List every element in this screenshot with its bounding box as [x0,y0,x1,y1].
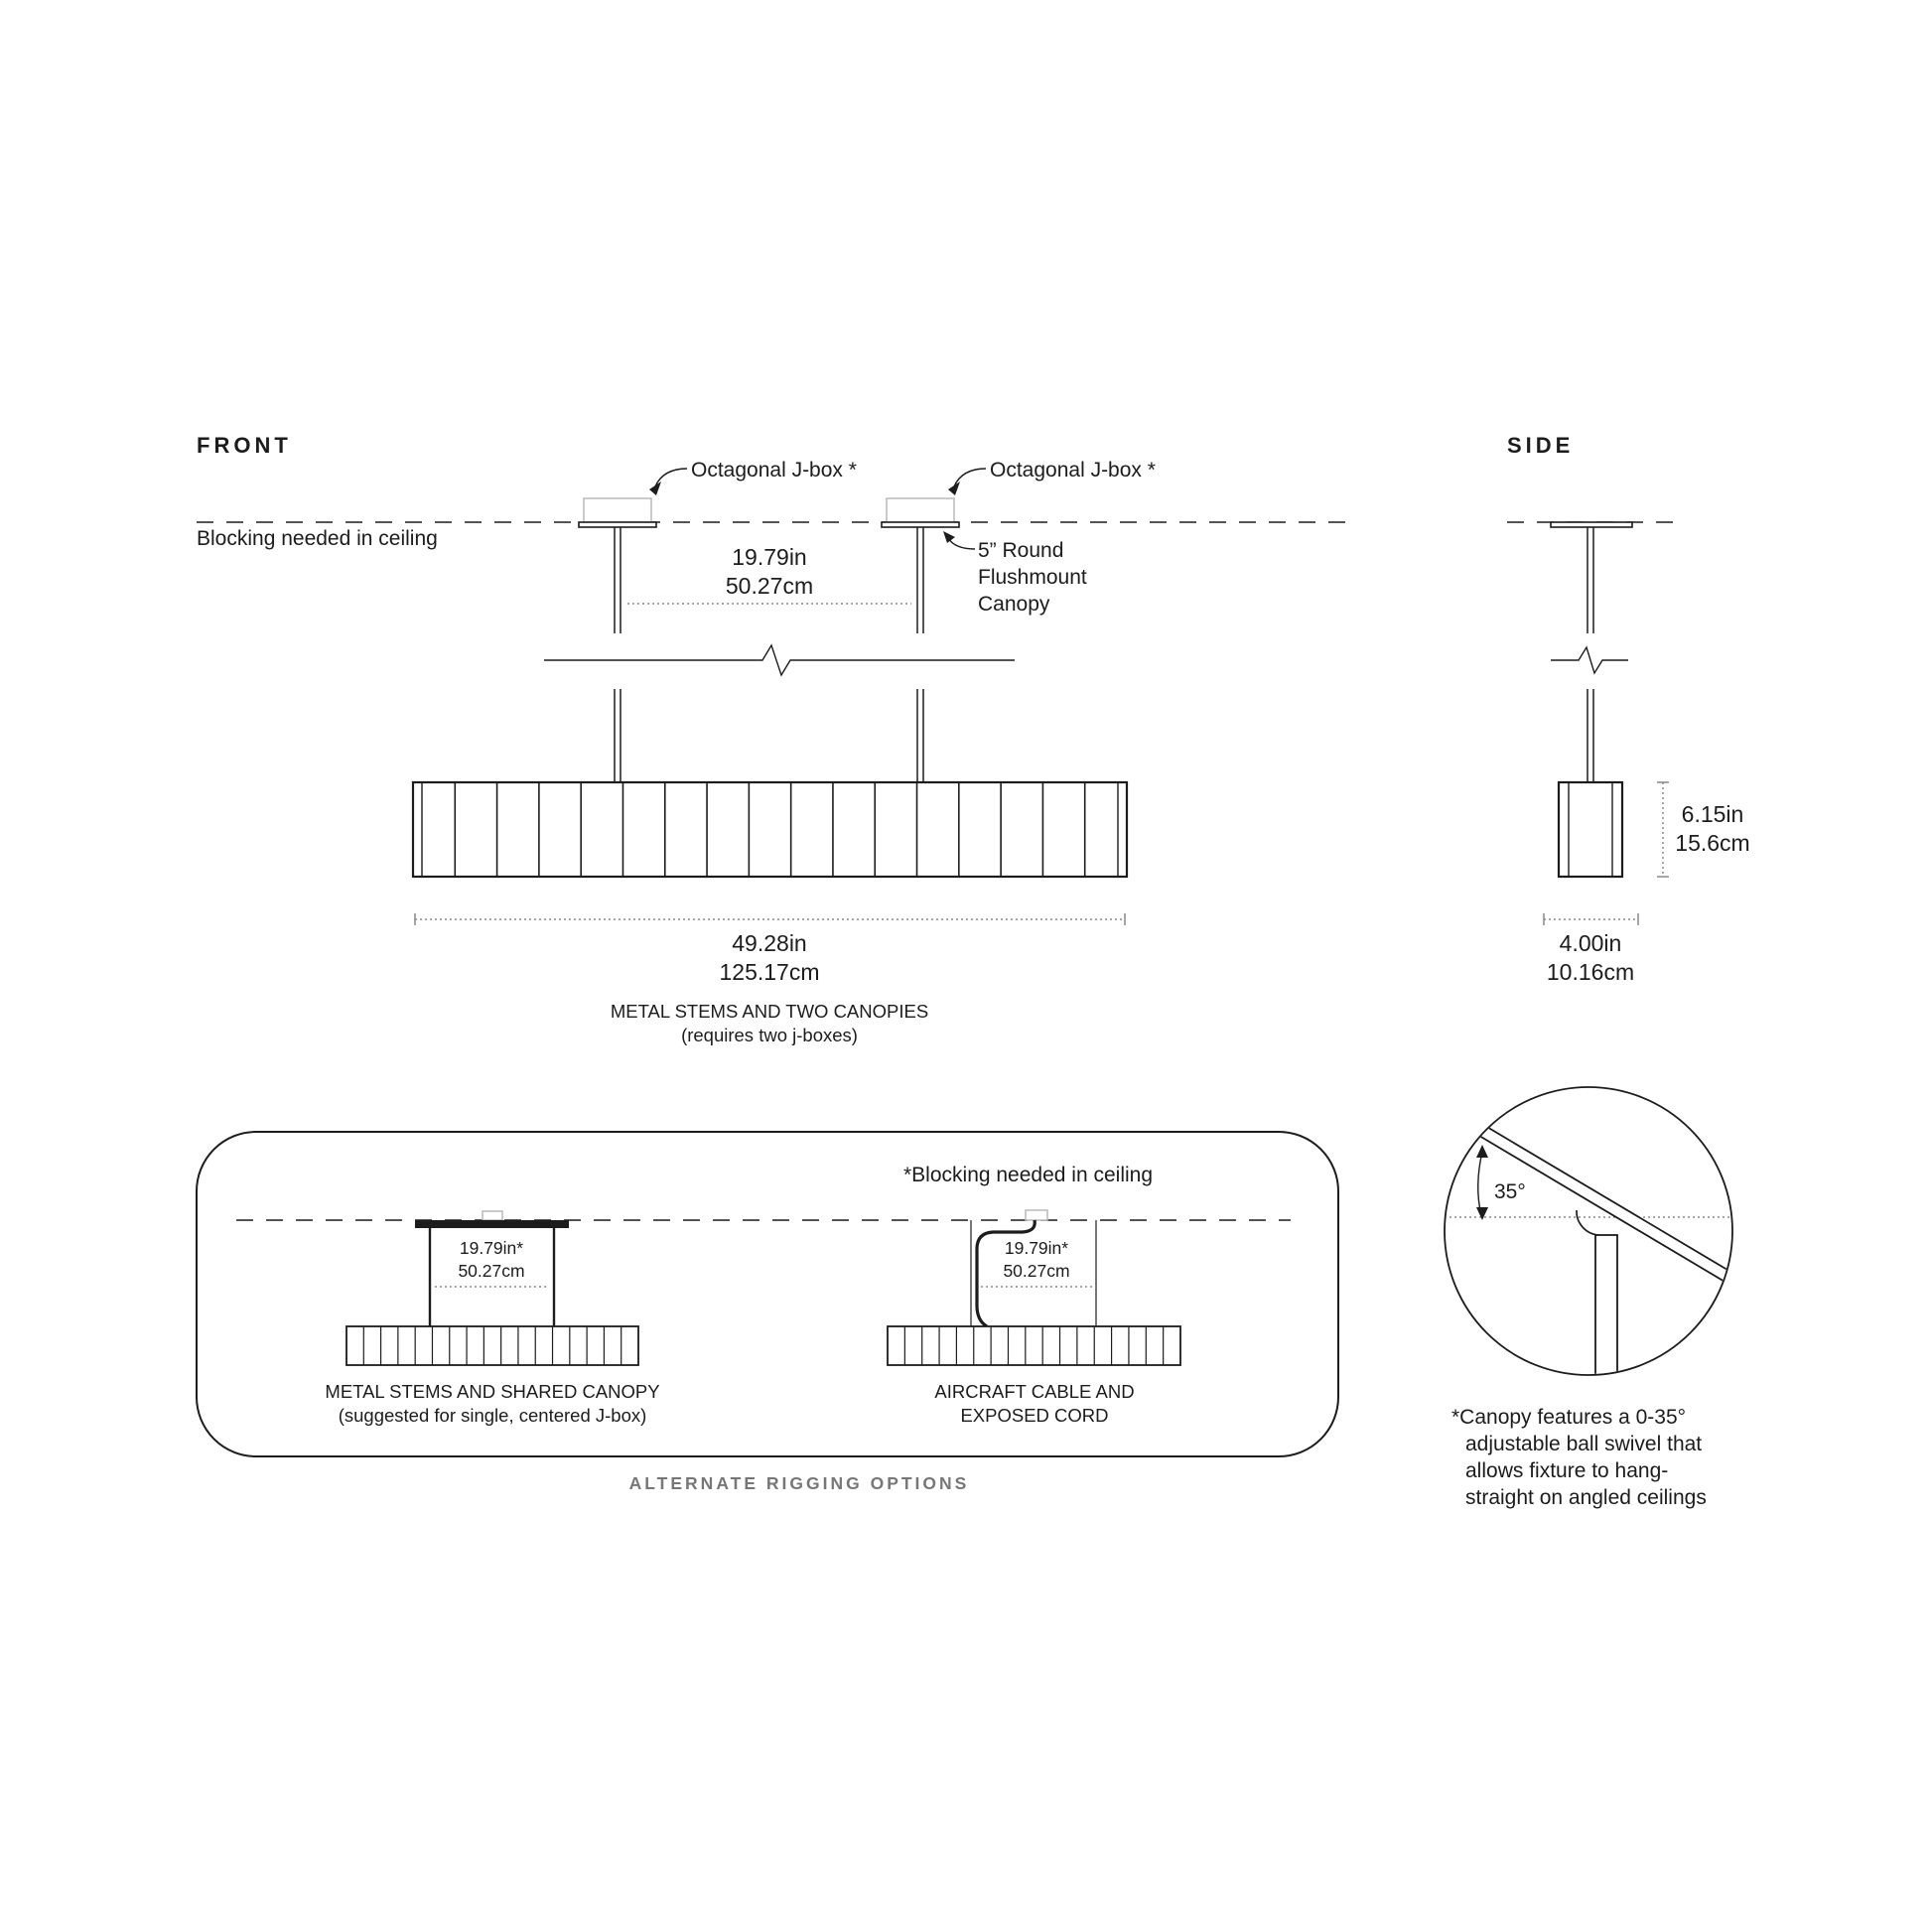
option2-spacing-cm: 50.27cm [1003,1261,1069,1281]
jbox-left [583,497,652,523]
canopy-left [578,521,657,528]
front-caption-line1: METAL STEMS AND TWO CANOPIES [611,1001,928,1022]
depth-in: 4.00in [1560,930,1622,956]
option2-caption-line1: AIRCRAFT CABLE AND [934,1381,1134,1402]
stem-spacing-in: 19.79in [732,544,806,570]
canopy-arrow-icon [943,531,955,543]
stem-spacing-cm: 50.27cm [726,573,813,599]
swivel-note-line3: allows fixture to hang- [1465,1459,1668,1482]
option2-caption-line2: EXPOSED CORD [960,1405,1108,1426]
swivel-detail-circle [1444,1086,1733,1376]
canopy-leader [947,537,976,550]
exposed-cord [975,1219,1036,1328]
canopy-label-line3: Canopy [978,593,1050,616]
width-cm: 125.17cm [719,959,819,985]
jbox-left-label: Octagonal J-box * [691,459,857,482]
side-heading: SIDE [1507,433,1574,458]
fixture-option2 [887,1325,1181,1366]
jbox-right-leader [953,468,987,487]
height-in: 6.15in [1682,801,1744,827]
break-line-side [1551,645,1628,675]
break-line-front [544,643,1015,677]
swivel-note-line2: adjustable ball swivel that [1465,1433,1702,1455]
swivel-angle: 35° [1494,1180,1526,1203]
option1-caption-line2: (suggested for single, centered J-box) [339,1405,647,1426]
option1-caption-line1: METAL STEMS AND SHARED CANOPY [325,1381,659,1402]
option2-spacing-in: 19.79in* [1005,1238,1068,1258]
jbox-right [886,497,955,523]
swivel-note-line4: straight on angled ceilings [1465,1486,1707,1509]
jbox-right-arrow-icon [948,482,960,495]
canopy-label-line2: Flushmount [978,566,1087,589]
option1-spacing-cm: 50.27cm [458,1261,524,1281]
alternate-heading: ALTERNATE RIGGING OPTIONS [629,1473,970,1493]
swivel-stem [1594,1234,1618,1374]
height-cm: 15.6cm [1675,830,1749,856]
angle-arrow-down-icon [1476,1207,1488,1220]
alternate-rigging-panel [196,1131,1339,1457]
blocking-label: Blocking needed in ceiling [197,527,438,550]
jbox-option1 [482,1210,503,1221]
angle-arrow-up-icon [1476,1145,1488,1158]
shared-canopy [415,1220,569,1228]
canopy-side [1550,521,1633,528]
depth-cm: 10.16cm [1547,959,1634,985]
swivel-note-line1: *Canopy features a 0-35° [1451,1406,1686,1429]
jbox-left-leader [654,468,688,487]
alternate-blocking-label: *Blocking needed in ceiling [903,1164,1153,1186]
canopy-right [881,521,960,528]
option1-spacing-in: 19.79in* [460,1238,523,1258]
width-in: 49.28in [732,930,806,956]
jbox-right-label: Octagonal J-box * [990,459,1156,482]
front-caption-line2: (requires two j-boxes) [681,1025,858,1045]
fixture-option1 [345,1325,639,1366]
jbox-option2 [1025,1209,1048,1221]
front-heading: FRONT [197,433,292,458]
fixture-front [411,780,1129,879]
jbox-left-arrow-icon [649,482,661,495]
canopy-label-line1: 5” Round [978,539,1063,562]
